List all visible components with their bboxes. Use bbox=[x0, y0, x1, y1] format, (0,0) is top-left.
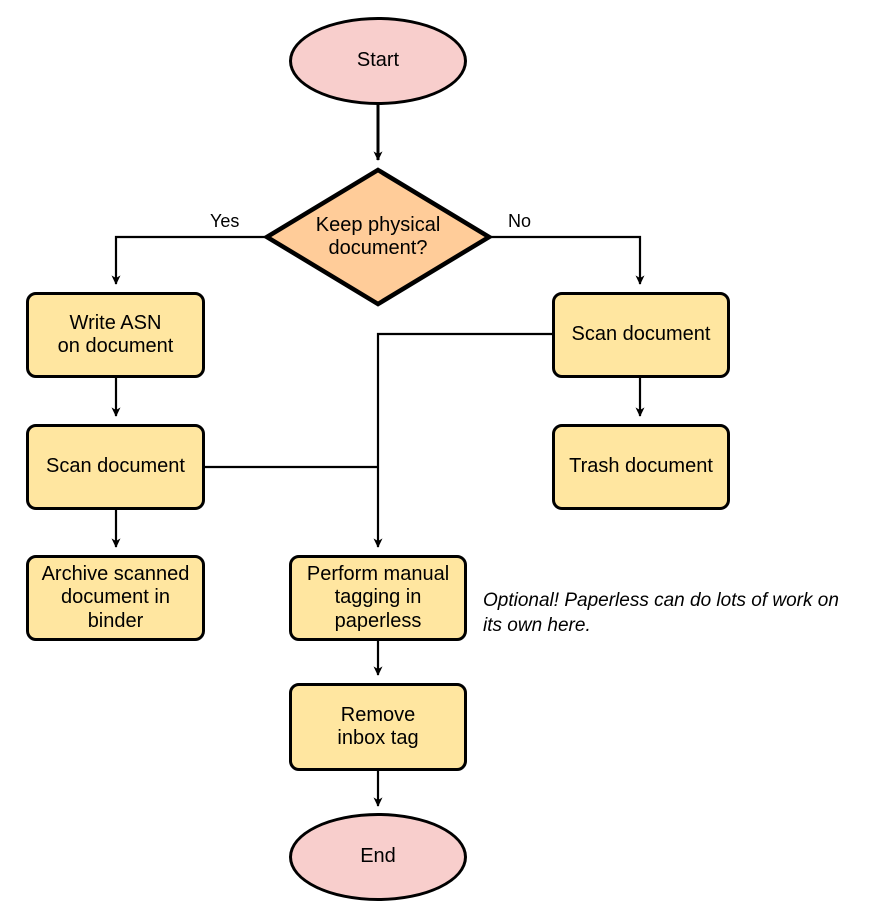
node-end-label: End bbox=[360, 845, 396, 868]
node-remove-inbox-tag[interactable]: Remove inbox tag bbox=[289, 683, 467, 771]
diamond-shape bbox=[264, 167, 492, 307]
edge-decision-to-write-asn bbox=[111, 235, 265, 285]
node-end[interactable]: End bbox=[289, 813, 467, 901]
node-write-asn-on-document[interactable]: Write ASN on document bbox=[26, 292, 205, 378]
edge-decision-to-scan-right bbox=[490, 235, 645, 285]
node-scan-document-right-label: Scan document bbox=[571, 323, 711, 346]
node-trash-document[interactable]: Trash document bbox=[552, 424, 730, 510]
node-write-asn-on-document-label: Write ASN on document bbox=[57, 311, 174, 357]
node-archive-scanned-document-label: Archive scanned document in binder bbox=[41, 563, 190, 632]
node-keep-physical-document[interactable]: Keep physical document? bbox=[264, 167, 492, 307]
node-trash-document-label: Trash document bbox=[569, 455, 713, 478]
note-optional-paperless: Optional! Paperless can do lots of work … bbox=[483, 590, 839, 636]
edge-label-yes: Yes bbox=[210, 211, 240, 231]
node-keep-physical-document-label: Keep physical document? bbox=[315, 213, 441, 259]
node-scan-document-right[interactable]: Scan document bbox=[552, 292, 730, 378]
edge-label-no: No bbox=[508, 211, 532, 231]
node-scan-document-left-label: Scan document bbox=[46, 455, 185, 478]
node-start-label: Start bbox=[356, 49, 400, 72]
edge-scan-right-to-tagging bbox=[373, 332, 552, 548]
node-remove-inbox-tag-label: Remove inbox tag bbox=[337, 703, 419, 749]
node-scan-document-left[interactable]: Scan document bbox=[26, 424, 205, 510]
node-start[interactable]: Start bbox=[289, 17, 467, 105]
node-perform-manual-tagging-label: Perform manual tagging in paperless bbox=[306, 563, 450, 632]
node-archive-scanned-document[interactable]: Archive scanned document in binder bbox=[26, 555, 205, 641]
node-perform-manual-tagging[interactable]: Perform manual tagging in paperless bbox=[289, 555, 467, 641]
